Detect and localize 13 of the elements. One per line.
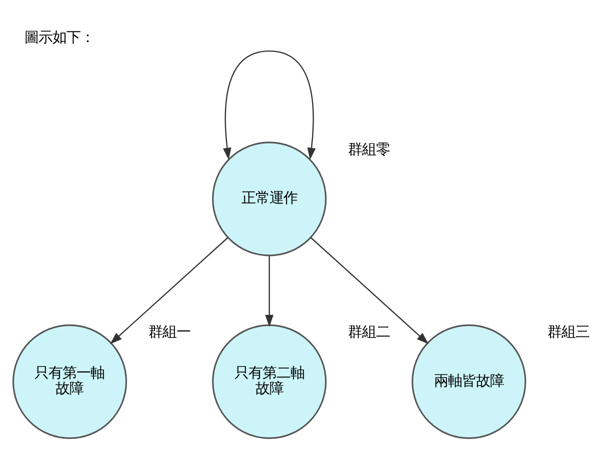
node-circle: 只有第一軸故障 [12,324,128,439]
node-label: 群組二 [348,324,390,341]
node-label: 群組一 [148,324,191,341]
arrow [310,237,429,344]
node-circle: 只有第二軸故障 [212,324,327,439]
node-circle: 正常運作 [212,142,327,256]
node-label: 群組零 [348,142,390,158]
arrow [265,256,274,327]
arrow [222,50,316,160]
arrow [110,237,228,344]
node-label: 群組三 [548,324,590,341]
node-circle: 兩軸皆故障 [412,324,526,439]
diagram-title: 圖示如下： [24,30,95,46]
